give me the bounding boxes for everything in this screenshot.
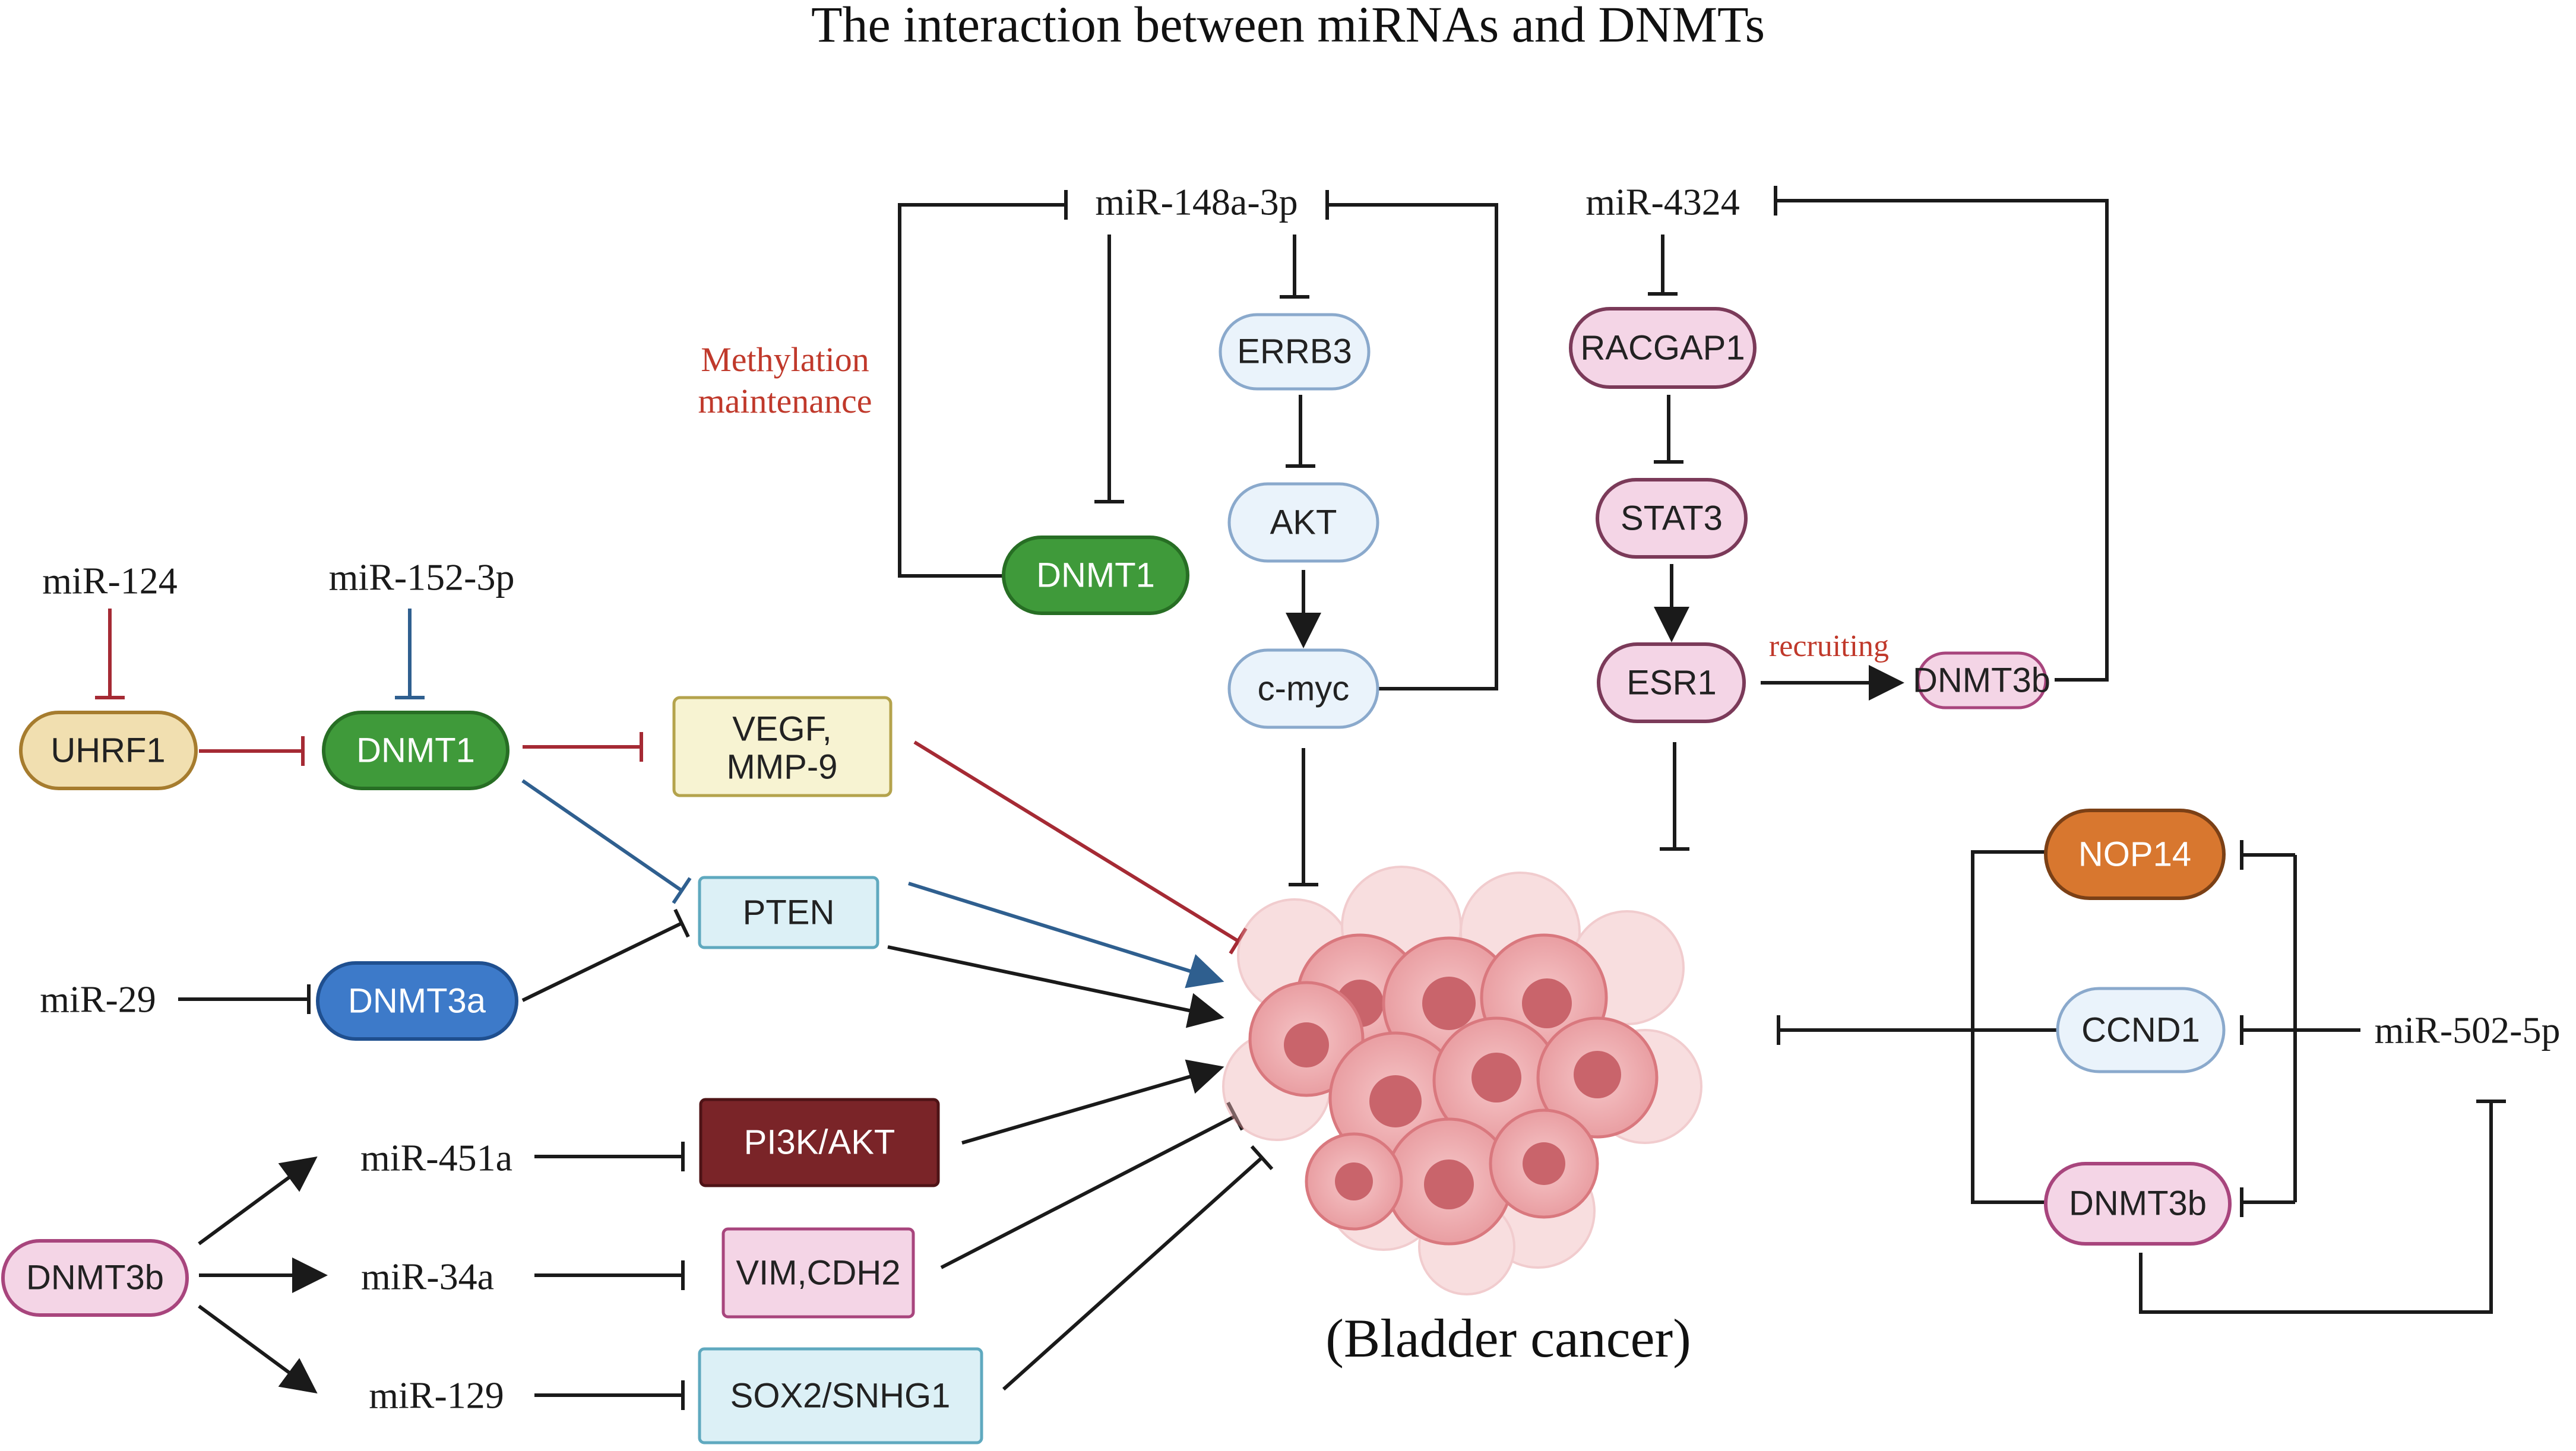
node-racgap1: RACGAP1 bbox=[1569, 307, 1757, 389]
svg-text:DNMT1: DNMT1 bbox=[356, 731, 475, 770]
node-errb3: ERRB3 bbox=[1219, 313, 1371, 391]
svg-text:DNMT3b: DNMT3b bbox=[26, 1259, 164, 1297]
node-sox2-snhg1: SOX2/SNHG1 bbox=[698, 1347, 983, 1444]
svg-text:PI3K/AKT: PI3K/AKT bbox=[744, 1123, 895, 1162]
mirna-mir-152-3p: miR-152-3p bbox=[329, 556, 515, 598]
inhibit-mir129-sox2 bbox=[534, 1380, 685, 1410]
mirna-mir-29: miR-29 bbox=[40, 978, 156, 1021]
mirna-mir-502-5p: miR-502-5p bbox=[2375, 1009, 2561, 1051]
node-vegf-mmp9: VEGF, MMP-9 bbox=[672, 696, 893, 797]
loop-mir148a bbox=[898, 190, 1498, 886]
mirna-mir-124: miR-124 bbox=[42, 560, 178, 602]
svg-text:CCND1: CCND1 bbox=[2081, 1011, 2200, 1050]
promote-pten-cancer-black bbox=[887, 945, 1224, 1028]
svg-text:NOP14: NOP14 bbox=[2078, 835, 2191, 874]
mirna-mir-34a: miR-34a bbox=[361, 1256, 494, 1298]
node-dnmt3a: DNMT3a bbox=[316, 961, 518, 1041]
recruiting-label: recruiting bbox=[1769, 629, 1889, 663]
inhibit-dnmt3a-pten bbox=[521, 908, 690, 1002]
diagram-title: The interaction between miRNAs and DNMTs bbox=[811, 0, 1765, 53]
node-akt: AKT bbox=[1227, 482, 1379, 563]
methylation-label-line1: Methylation bbox=[701, 340, 869, 379]
svg-text:ERRB3: ERRB3 bbox=[1237, 332, 1352, 371]
inhibit-mir29-dnmt3a bbox=[178, 984, 311, 1014]
node-dnmt3b-small: DNMT3b bbox=[1913, 651, 2050, 709]
promote-pten-cancer-blue bbox=[908, 882, 1224, 989]
inhibit-mir451a-pi3k bbox=[534, 1142, 685, 1171]
svg-text:DNMT1: DNMT1 bbox=[1036, 556, 1155, 595]
svg-text:UHRF1: UHRF1 bbox=[50, 731, 165, 770]
loop-mir4324 bbox=[1648, 186, 2109, 851]
svg-text:AKT: AKT bbox=[1270, 503, 1337, 542]
mirna-mir-4324: miR-4324 bbox=[1586, 181, 1740, 223]
node-dnmt1-left: DNMT1 bbox=[322, 711, 509, 790]
loop-mir502 bbox=[1777, 840, 2506, 1314]
node-vim-cdh2: VIM,CDH2 bbox=[721, 1227, 915, 1319]
node-stat3: STAT3 bbox=[1596, 478, 1748, 559]
cancer-label: (Bladder cancer) bbox=[1325, 1308, 1691, 1368]
promote-dnmt3b-mir451a bbox=[198, 1156, 318, 1246]
svg-text:SOX2/SNHG1: SOX2/SNHG1 bbox=[730, 1377, 951, 1415]
node-c-myc: c-myc bbox=[1227, 648, 1379, 729]
inhibit-mir124-uhrf1 bbox=[95, 609, 125, 699]
promote-dnmt3b-mir129 bbox=[198, 1304, 318, 1394]
node-dnmt3b-left: DNMT3b bbox=[1, 1239, 189, 1317]
svg-text:DNMT3b: DNMT3b bbox=[2069, 1184, 2207, 1223]
mirna-mir-148a-3p: miR-148a-3p bbox=[1095, 181, 1298, 223]
node-pi3k-akt: PI3K/AKT bbox=[699, 1098, 940, 1187]
svg-text:VIM,CDH2: VIM,CDH2 bbox=[736, 1254, 900, 1292]
node-esr1: ESR1 bbox=[1597, 642, 1746, 723]
node-dnmt1-top: DNMT1 bbox=[1002, 536, 1189, 615]
node-uhrf1: UHRF1 bbox=[19, 711, 198, 790]
svg-text:STAT3: STAT3 bbox=[1621, 499, 1723, 538]
inhibit-dnmt1-vegf bbox=[523, 732, 643, 762]
svg-text:RACGAP1: RACGAP1 bbox=[1580, 329, 1745, 367]
svg-text:DNMT3b: DNMT3b bbox=[1913, 661, 2050, 700]
svg-text:c-myc: c-myc bbox=[1258, 670, 1350, 708]
mirna-mir-451a: miR-451a bbox=[360, 1137, 512, 1179]
inhibit-sox2-cancer bbox=[1002, 1145, 1274, 1391]
mirna-mir-129: miR-129 bbox=[369, 1374, 504, 1417]
node-pten: PTEN bbox=[698, 876, 879, 949]
svg-text:DNMT3a: DNMT3a bbox=[348, 982, 486, 1021]
node-ccnd1: CCND1 bbox=[2056, 987, 2226, 1073]
connectors bbox=[95, 186, 2506, 1410]
inhibit-dnmt1-pten bbox=[521, 779, 692, 904]
inhibit-uhrf1-dnmt1 bbox=[199, 736, 305, 766]
inhibit-mir152-dnmt1 bbox=[395, 609, 425, 699]
methylation-label-line2: maintenance bbox=[698, 382, 872, 420]
inhibit-vim-cancer bbox=[940, 1101, 1244, 1269]
svg-text:VEGF,: VEGF, bbox=[732, 710, 832, 749]
svg-text:MMP-9: MMP-9 bbox=[727, 748, 838, 787]
inhibit-vegf-cancer bbox=[913, 740, 1248, 955]
inhibit-mir34a-vim bbox=[534, 1260, 685, 1290]
svg-text:ESR1: ESR1 bbox=[1626, 664, 1717, 702]
node-dnmt3b-right: DNMT3b bbox=[2044, 1162, 2232, 1246]
svg-text:PTEN: PTEN bbox=[743, 894, 835, 932]
promote-pi3k-cancer bbox=[961, 1059, 1224, 1145]
node-nop14: NOP14 bbox=[2044, 809, 2226, 900]
bladder-cancer-cell-cluster bbox=[1222, 866, 1702, 1295]
